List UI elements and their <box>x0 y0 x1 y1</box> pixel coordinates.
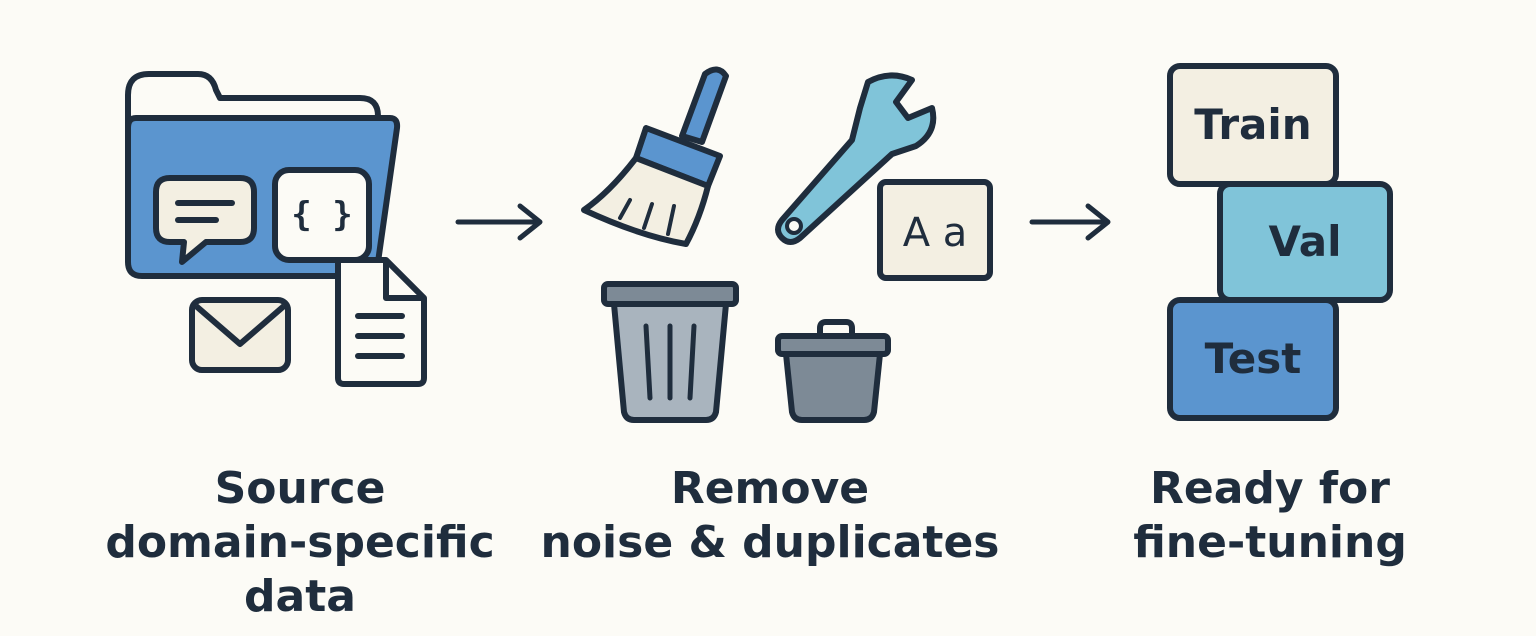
arrow-right-icon <box>1029 203 1111 241</box>
code-braces-icon: { } <box>272 167 372 263</box>
split-train-label: Train <box>1194 100 1311 149</box>
split-val-box: Val <box>1217 181 1393 303</box>
trash-can-small-icon <box>775 319 891 423</box>
split-test-box: Test <box>1167 297 1339 421</box>
broom-icon <box>581 66 729 247</box>
step-caption-clean: Remove noise & duplicates <box>520 462 1020 570</box>
arrow-right-icon <box>455 203 543 241</box>
step-caption-ready: Ready for fine-tuning <box>1060 462 1480 570</box>
json-braces-label: { } <box>291 195 352 235</box>
envelope-icon <box>189 297 291 373</box>
wrench-icon <box>775 72 937 245</box>
chat-bubble-icon <box>153 175 257 265</box>
split-val-label: Val <box>1269 217 1342 266</box>
caption-line: noise & duplicates <box>540 517 1000 568</box>
trash-can-large-icon <box>601 281 739 423</box>
text-case-label: A a <box>903 210 968 256</box>
caption-line: domain-specific <box>105 517 495 568</box>
caption-line: Remove <box>670 463 870 514</box>
caption-line: data <box>244 571 356 622</box>
step-caption-source: Source domain-specific data <box>60 462 540 624</box>
caption-line: Ready for <box>1150 463 1390 514</box>
caption-line: fine-tuning <box>1133 517 1407 568</box>
document-icon <box>335 257 427 387</box>
split-test-label: Test <box>1205 334 1302 383</box>
caption-line: Source <box>214 463 386 514</box>
text-case-icon: A a <box>877 179 993 281</box>
split-train-box: Train <box>1167 63 1339 187</box>
